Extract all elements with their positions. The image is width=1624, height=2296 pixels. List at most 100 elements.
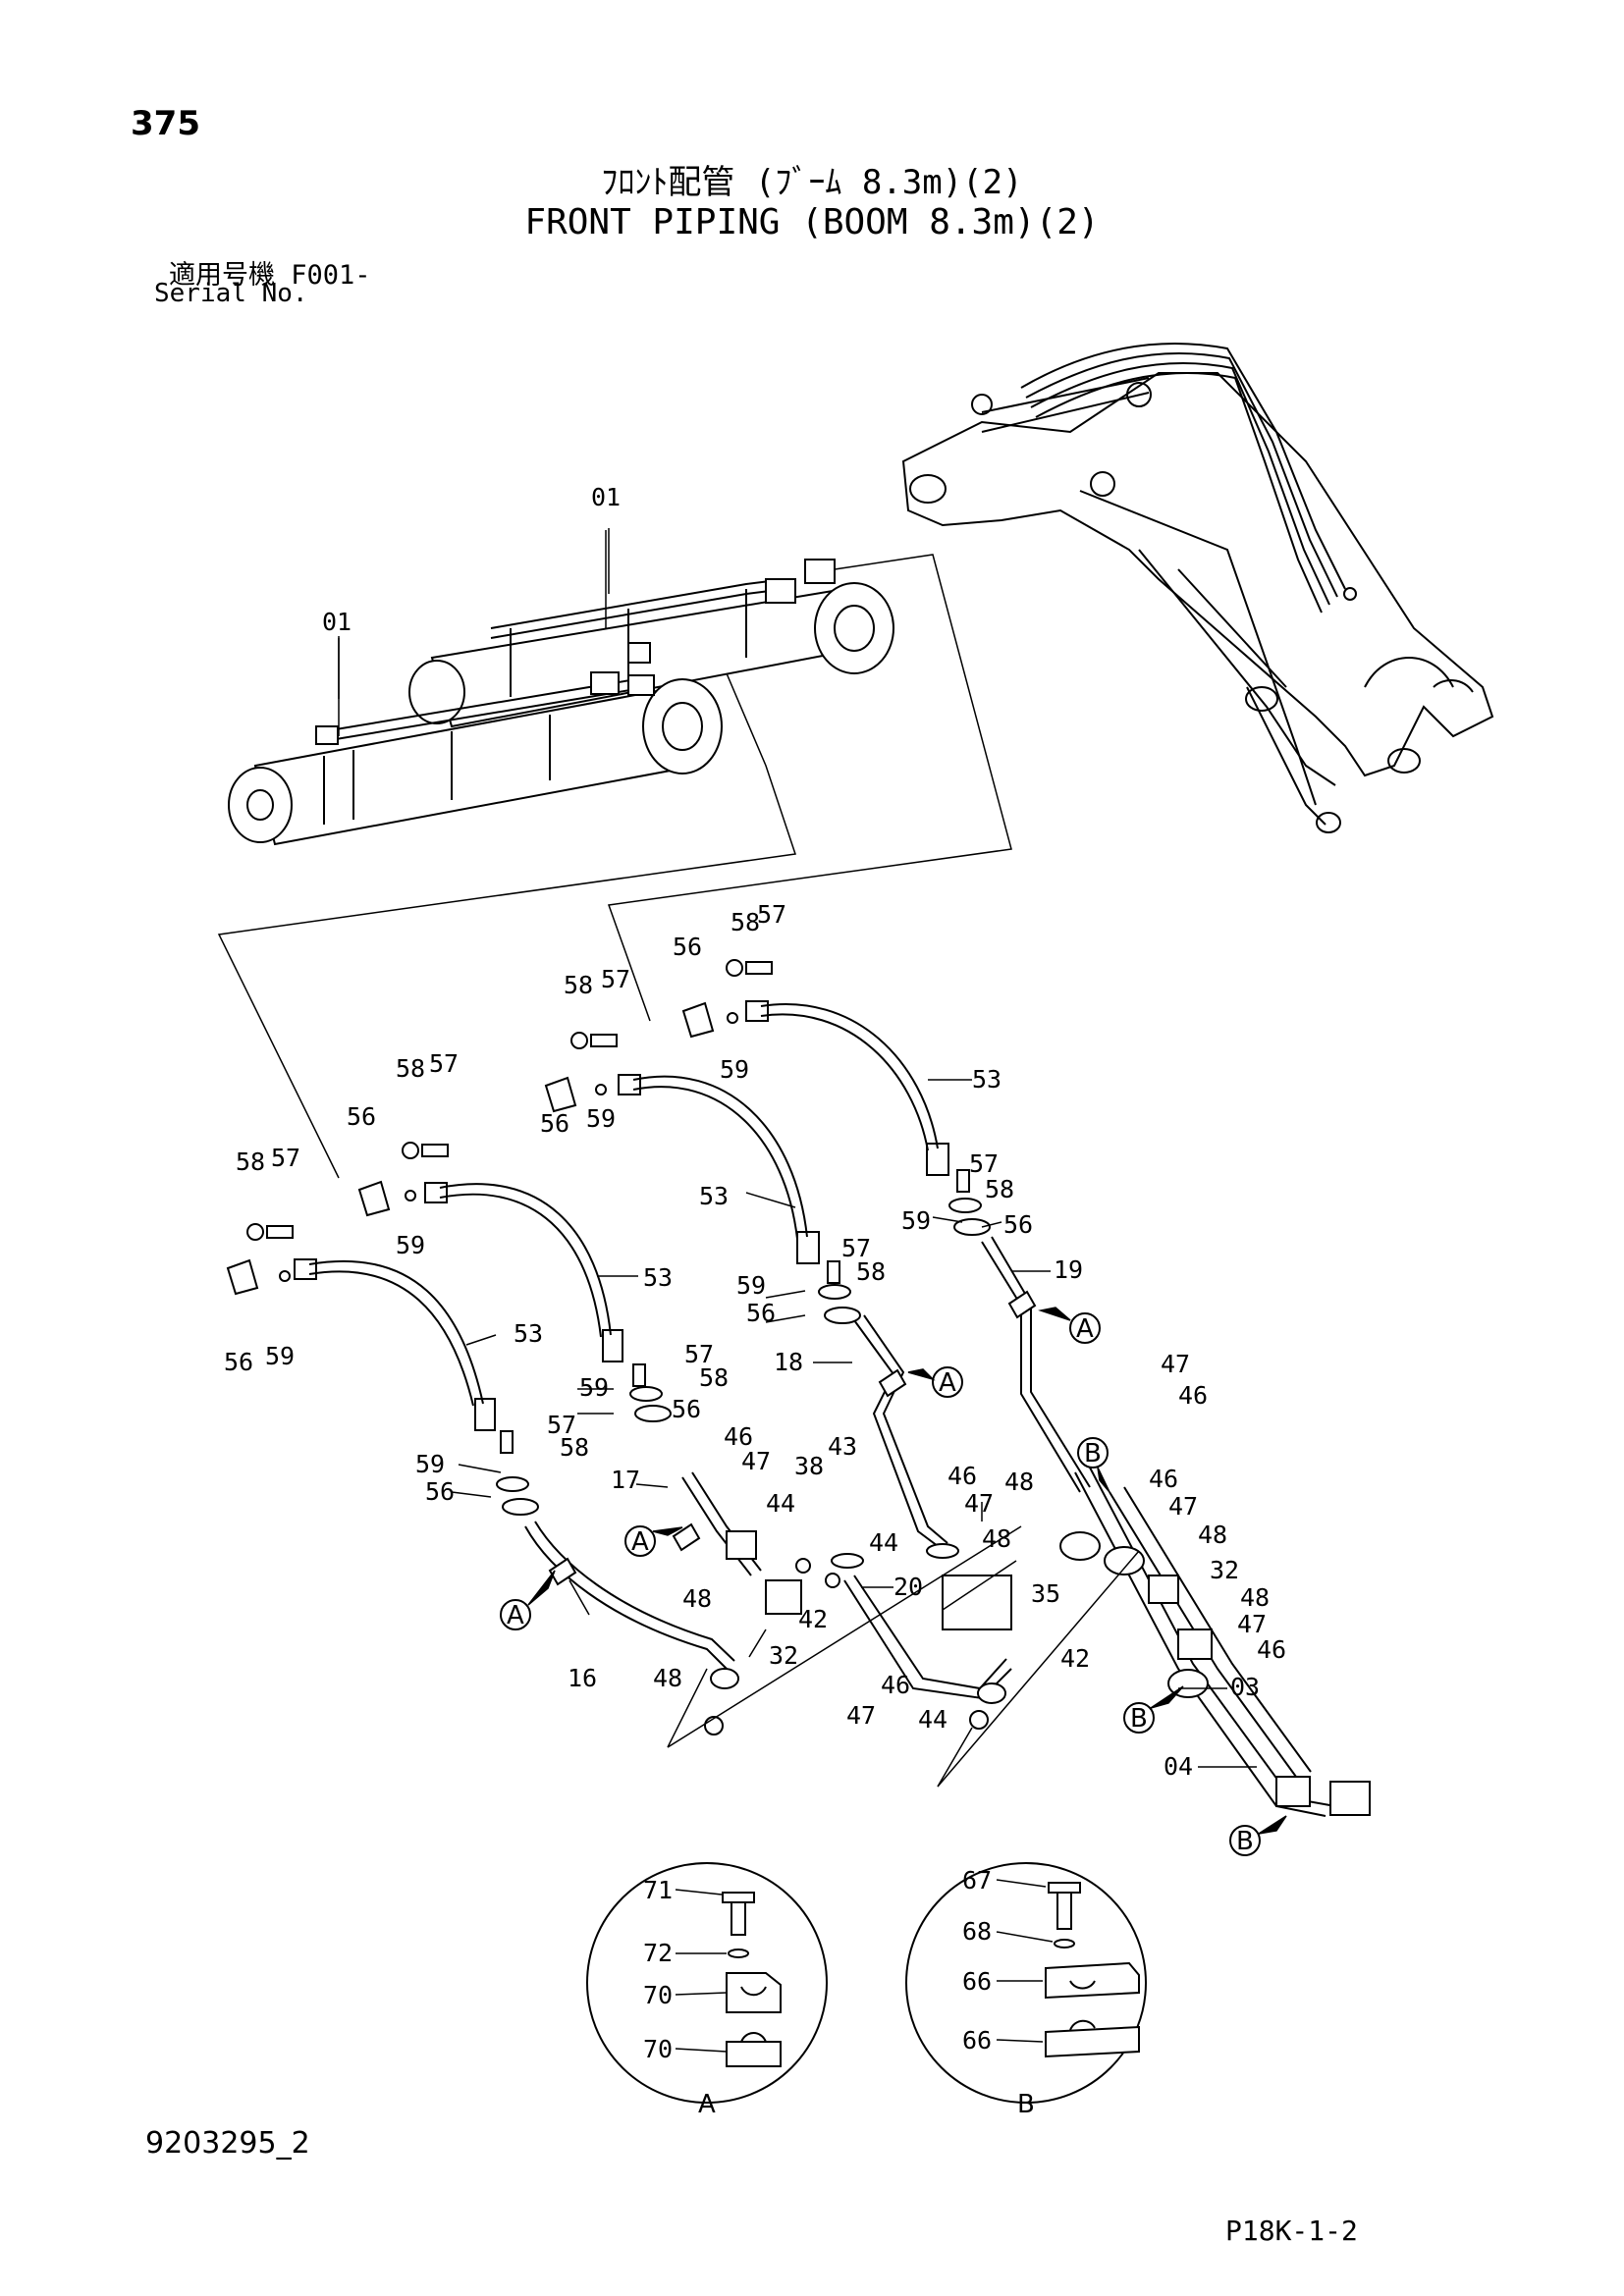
part-label-57: 57	[841, 1234, 871, 1262]
part-label-47: 47	[846, 1701, 876, 1730]
part-label-47: 47	[741, 1447, 771, 1475]
document-id: 9203295_2	[145, 2126, 310, 2161]
boom-cylinders-illustration	[228, 559, 894, 846]
callout-b-1: B	[1084, 1439, 1102, 1468]
part-label-46: 46	[724, 1422, 753, 1451]
part-label-32: 32	[1210, 1556, 1239, 1584]
part-label-59: 59	[586, 1104, 616, 1133]
part-label-56: 56	[746, 1299, 776, 1327]
part-label-58: 58	[699, 1363, 729, 1392]
part-label-43: 43	[828, 1432, 857, 1461]
part-label-72: 72	[643, 1939, 673, 1967]
page-number: 375	[131, 104, 200, 143]
detail-view-b	[905, 1862, 1147, 2104]
part-label-04: 04	[1164, 1752, 1193, 1781]
callout-b-3: B	[1236, 1827, 1254, 1856]
hoses	[294, 1000, 949, 1431]
part-label-57: 57	[429, 1049, 459, 1078]
part-label-42: 42	[1060, 1644, 1090, 1673]
part-label-59: 59	[579, 1373, 609, 1402]
detail-label-a: A	[698, 2090, 716, 2119]
part-label-53: 53	[699, 1182, 729, 1210]
part-label-58: 58	[731, 908, 760, 936]
part-label-58: 58	[236, 1148, 265, 1176]
part-label-44: 44	[918, 1705, 947, 1734]
part-label-59: 59	[720, 1055, 749, 1084]
part-label-66: 66	[962, 2026, 992, 2055]
part-label-32: 32	[769, 1641, 798, 1670]
callout-a-3: A	[939, 1368, 956, 1398]
detail-view-a	[586, 1862, 828, 2104]
callout-a-4: A	[1076, 1314, 1094, 1344]
part-label-56: 56	[673, 933, 702, 961]
part-label-48: 48	[1198, 1521, 1227, 1549]
flanges-and-clamps	[226, 959, 1371, 1816]
part-label-48: 48	[1240, 1583, 1270, 1612]
part-label-47: 47	[1168, 1492, 1198, 1521]
part-label-48: 48	[1004, 1468, 1034, 1496]
title-japanese: ﾌﾛﾝﾄ配管 (ﾌﾞｰﾑ 8.3m)(2)	[601, 163, 1023, 202]
part-label-46: 46	[1257, 1635, 1286, 1664]
part-label-46: 46	[1149, 1465, 1178, 1493]
part-label-67: 67	[962, 1866, 992, 1895]
part-label-58: 58	[396, 1054, 425, 1083]
callout-circles	[500, 1312, 1261, 1856]
serial-label-japanese: 適用号機 F001-	[169, 260, 371, 291]
part-label-47: 47	[964, 1489, 994, 1518]
part-label-71: 71	[643, 1876, 673, 1904]
part-label-56: 56	[672, 1395, 701, 1423]
page-code: P18K-1-2	[1225, 2215, 1358, 2247]
part-label-53: 53	[643, 1263, 673, 1292]
part-label-46: 46	[1178, 1381, 1208, 1410]
part-label-48: 48	[982, 1524, 1011, 1553]
part-label-53: 53	[972, 1065, 1001, 1094]
part-label-56: 56	[1003, 1210, 1033, 1239]
part-label-56: 56	[224, 1348, 253, 1376]
part-label-59: 59	[736, 1271, 766, 1300]
part-label-57: 57	[271, 1144, 300, 1172]
title-english: FRONT PIPING (BOOM 8.3m)(2)	[524, 202, 1100, 242]
part-label-44: 44	[766, 1489, 795, 1518]
part-label-59: 59	[265, 1342, 295, 1370]
part-label-47: 47	[1237, 1610, 1267, 1638]
part-label-57: 57	[757, 900, 786, 929]
part-label-03: 03	[1230, 1673, 1260, 1701]
part-label-59: 59	[901, 1206, 931, 1235]
part-label-56: 56	[347, 1102, 376, 1131]
callout-arrows	[527, 1307, 1287, 1835]
centre-lines	[667, 1525, 1140, 1788]
part-label-58: 58	[560, 1433, 589, 1462]
part-label-57: 57	[969, 1149, 999, 1178]
part-label-48: 48	[653, 1664, 682, 1692]
boom-illustration	[901, 343, 1494, 833]
part-label-38: 38	[794, 1452, 824, 1480]
part-label-57: 57	[601, 965, 630, 993]
part-label-47: 47	[1161, 1350, 1190, 1378]
part-label-68: 68	[962, 1917, 992, 1946]
part-label-46: 46	[881, 1671, 910, 1699]
callout-a-1: A	[507, 1601, 524, 1630]
label-leaders	[338, 530, 1257, 2053]
detail-label-b: B	[1017, 2090, 1035, 2119]
part-label-42: 42	[798, 1605, 828, 1633]
part-label-01: 01	[591, 483, 621, 511]
part-label-48: 48	[682, 1584, 712, 1613]
callout-b-2: B	[1130, 1704, 1148, 1734]
part-label-57: 57	[547, 1411, 576, 1439]
part-label-17: 17	[611, 1466, 640, 1494]
part-labels: 01 01 58 57 56 59 58 57 56 59 58 57 56 5…	[224, 483, 1286, 2063]
part-label-44: 44	[869, 1528, 898, 1557]
part-label-66: 66	[962, 1967, 992, 1996]
part-label-20: 20	[893, 1573, 923, 1601]
part-label-59: 59	[415, 1450, 445, 1478]
part-label-58: 58	[856, 1257, 886, 1286]
part-label-70: 70	[643, 2035, 673, 2063]
part-label-70: 70	[643, 1981, 673, 2009]
part-label-59: 59	[396, 1231, 425, 1259]
part-label-46: 46	[947, 1462, 977, 1490]
part-label-56: 56	[425, 1477, 455, 1506]
serial-label-english: Serial No.	[154, 279, 308, 308]
part-label-58: 58	[564, 971, 593, 999]
part-label-18: 18	[774, 1348, 803, 1376]
part-label-01: 01	[322, 608, 352, 636]
